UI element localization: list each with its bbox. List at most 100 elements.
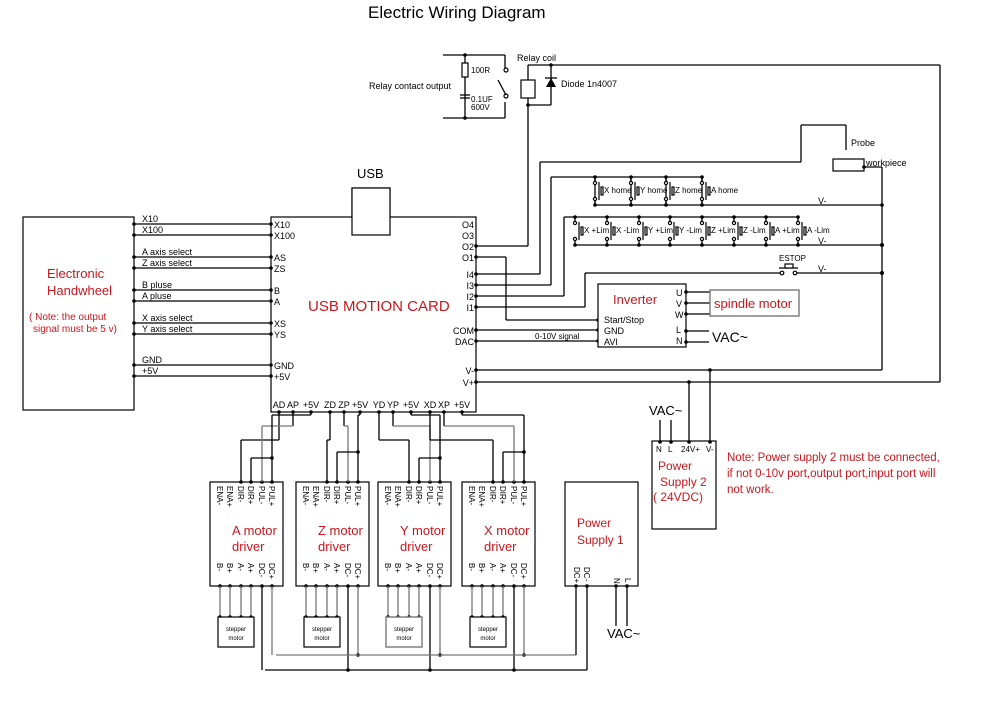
driver-pin-dc: DC+ [267,563,276,580]
card-pin-xs: XS [274,319,286,329]
driver-pin-dir: DIR+ [246,486,255,505]
switch-contact [763,220,769,226]
driver-pin-a: A- [404,563,413,571]
switch-contact [699,236,705,242]
handwheel-wire-x-axis-select: X axis select [142,313,193,323]
driver-pin-dir: DIR- [488,486,497,503]
switch-a-lim-label: A +Lim [775,226,800,235]
card-pin-bottom-5v: +5V [454,400,470,410]
probe-circuit: Probe workpiece [539,124,907,370]
driver-pin-pul: PUL- [509,486,518,505]
switch-actuator [705,182,707,200]
switch-z-lim: Z +Lim [699,215,736,247]
driver-pin-dir: DIR+ [332,486,341,505]
ps2-title-3: ( 24VDC) [653,490,703,504]
relay-contact-circuit: Relay contact output 100R 0.1UF 600V [369,53,509,120]
switch-y-lim-label: Y +Lim [648,226,673,235]
vminus-label: V- [818,236,827,246]
switch-x-lim: X +Lim [572,215,609,247]
handwheel-wire-z-axis-select: Z axis select [142,258,193,268]
ps2-note: Note: Power supply 2 must be connected, [727,452,940,464]
switch-contact [795,220,801,226]
stepper-motor [385,616,423,648]
junction-dot [132,288,136,292]
ps1-vac-label: VAC~ [607,626,641,641]
diode-icon [546,78,556,87]
resistor-label: 100R [471,66,490,75]
driver-pin-ena: ENA+ [477,486,486,507]
driver-pin-pul: PUL+ [519,486,528,507]
card-pin-v: V+ [463,378,474,388]
card-pin-o3: O3 [462,231,474,241]
switch-y-lim-label: Y -Lim [679,226,702,235]
junction-dot [270,456,274,460]
card-pin-a: A [274,297,280,307]
switch-actuator [634,182,636,200]
switch-contact [663,180,669,186]
relay-contact-label: Relay contact output [369,81,452,91]
vminus-label: V- [818,196,827,206]
driver-pin-ena: ENA- [467,486,476,505]
driver-box [377,481,452,587]
switch-actuator [610,222,612,240]
handwheel-note-2: signal must be 5 v) [33,324,117,335]
driver-pin-b: B+ [477,563,486,573]
switch-actuator [705,222,707,240]
junction-dot [132,374,136,378]
junction-dot [522,450,526,454]
switch-z-lim: Z -Lim [731,215,766,247]
switch-plunger [580,226,584,236]
switch-contact [628,180,634,186]
inverter-pin-gnd: GND [604,326,625,336]
driver-pin-dc: DC- [257,563,266,578]
driver-pin-ena: ENA- [215,486,224,505]
handwheel-wire-a-axis-select: A axis select [142,247,193,257]
card-pin-ys: YS [274,330,286,340]
driver-pin-dc: DC+ [353,563,362,580]
ps2-vac-label: VAC~ [649,403,683,418]
switch-y-home-label: Y home [640,186,668,195]
switch-y-home: Y home [628,175,668,207]
card-pin-v: V- [465,366,474,376]
ps1-title: Power [577,516,611,530]
driver-box [295,481,370,587]
card-pin-5v: +5V [274,372,290,382]
driver-pin-b: B- [467,563,476,571]
switch-plunger [675,226,679,236]
usb-label: USB [357,166,384,181]
motor-driver-z: ENA-ENA+DIR-DIR+PUL-PUL+B-B+A-A+DC-DC+Z … [295,412,370,672]
ps1-title-2: Supply 1 [577,533,624,547]
switch-plunger [671,186,675,196]
card-pin-x100: X100 [274,231,295,241]
motor-driver-a: ENA-ENA+DIR-DIR+PUL-PUL+B-B+A-A+DC-DC+A … [209,412,312,670]
switch-actuator [673,222,675,240]
driver-pin-dc: DC- [509,563,518,578]
switch-plunger [644,226,648,236]
driver-pin-dir: DIR- [404,486,413,503]
inverter-pin-avi: AVI [604,337,618,347]
switch-z-home: Z home [663,175,703,207]
card-pin-bottom-ap: AP [287,400,299,410]
card-output-wiring: 0-10V signal [476,245,940,442]
switch-x-home-label: X home [604,186,632,195]
switch-plunger [707,186,711,196]
ps2-pin-l: L [668,445,673,454]
handwheel-wire-a-pluse: A pluse [142,291,172,301]
signal-label: 0-10V signal [535,332,580,341]
driver-pin-b: B- [215,563,224,571]
card-pin-i1: I1 [466,303,474,313]
dc-power-bus [265,586,588,671]
ps1-pin-dcminus: DC- [582,567,591,582]
driver-pin-dir: DIR- [236,486,245,503]
card-pin-dac: DAC [455,337,475,347]
handwheel-title-2: Handwheel [47,283,112,298]
motor-driver-x: ENA-ENA+DIR-DIR+PUL-PUL+B-B+A-A+DC-DC+X … [429,412,536,672]
card-pin-gnd: GND [274,361,295,371]
driver-pin-a: A+ [246,563,255,573]
card-pin-b: B [274,286,280,296]
motor-driver-y: ENA-ENA+DIR-DIR+PUL-PUL+B-B+A-A+DC-DC+Y … [377,412,452,672]
driver-pin-a: A+ [414,563,423,573]
driver-pin-dc: DC+ [435,563,444,580]
